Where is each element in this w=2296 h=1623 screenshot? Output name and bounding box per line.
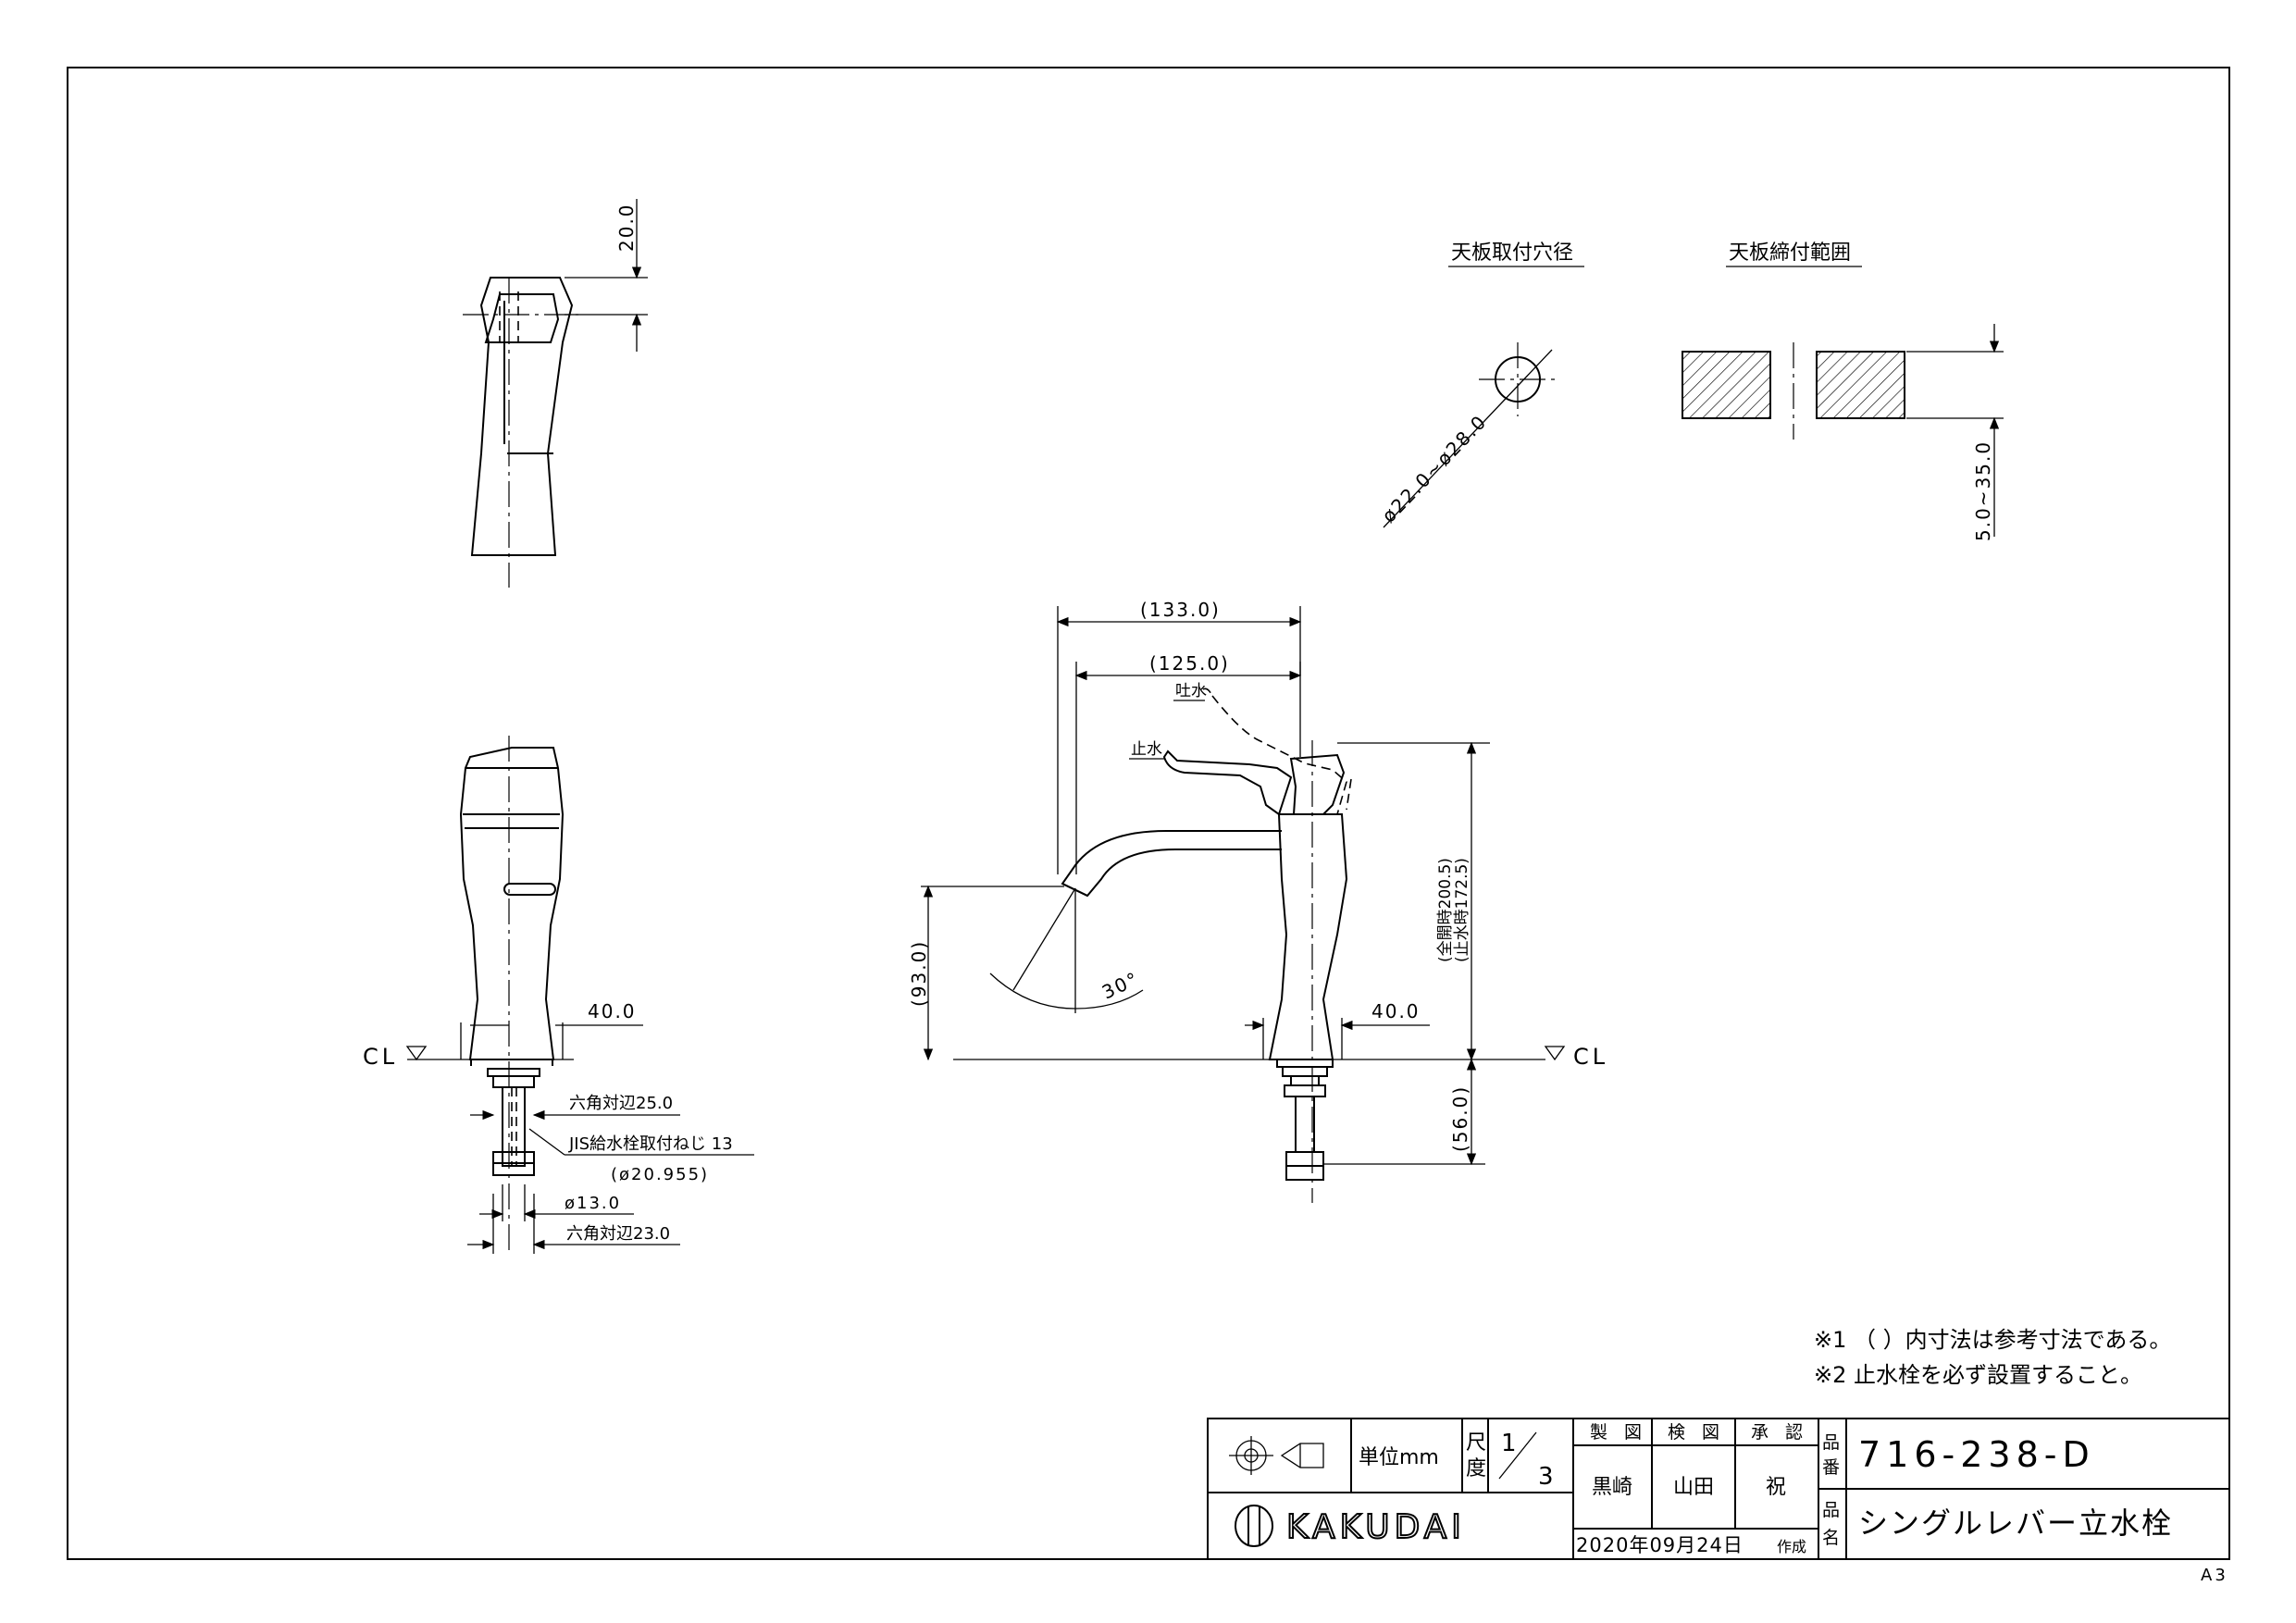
part-no-label-2: 番 xyxy=(1822,1457,1840,1478)
hole-dim: ø22.0~ø28.0 xyxy=(1377,410,1491,527)
side-w2: (125.0) xyxy=(1149,652,1230,675)
checked-header: 検 図 xyxy=(1668,1422,1725,1443)
side-base: 40.0 xyxy=(1371,1000,1421,1022)
side-open-label: 吐水 xyxy=(1175,682,1207,700)
company-name: KAKUDAI xyxy=(1286,1508,1466,1546)
title-block: 単位mm 尺 度 1 3 製 図 検 図 承 認 黒崎 山田 祝 品 番 716… xyxy=(1207,1418,2230,1560)
part-name-label-1: 品 xyxy=(1822,1500,1840,1520)
approved-by: 祝 xyxy=(1766,1476,1786,1499)
side-view: 吐水 止水 (133.0) (125.0) (93.0) 30° (全開 xyxy=(908,599,1608,1203)
front-cl: CL xyxy=(363,1044,398,1070)
part-name: シングルレバー立水栓 xyxy=(1858,1505,2173,1541)
projection-icon xyxy=(1229,1436,1324,1475)
front-base: 40.0 xyxy=(588,1000,637,1022)
unit-label: 単位mm xyxy=(1359,1446,1439,1469)
front-thread: JIS給水栓取付ねじ 13 xyxy=(568,1134,733,1154)
front-hex1: 六角対辺25.0 xyxy=(569,1094,673,1113)
part-no-label-1: 品 xyxy=(1822,1432,1840,1453)
deck-title: 天板締付範囲 xyxy=(1729,242,1851,265)
deck-detail: 天板締付範囲 5.0~35.0 xyxy=(1682,242,2004,541)
part-no: 716-238-D xyxy=(1858,1434,2095,1475)
sheet-size: A3 xyxy=(2201,1566,2228,1585)
checked-by: 山田 xyxy=(1673,1476,1714,1499)
drawn-by: 黒崎 xyxy=(1592,1476,1632,1499)
scale-label-1: 尺 xyxy=(1466,1431,1486,1455)
notes: ※1 （ ）内寸法は参考寸法である。 ※2 止水栓を必ず設置すること。 xyxy=(1814,1327,2171,1388)
deck-dim: 5.0~35.0 xyxy=(1972,440,1994,541)
side-angle: 30° xyxy=(1098,967,1143,1003)
created-label: 作成 xyxy=(1777,1538,1806,1555)
side-close-label: 止水 xyxy=(1131,740,1162,759)
side-h-close: (止水時172.5) xyxy=(1453,858,1471,962)
drawn-header: 製 図 xyxy=(1590,1422,1647,1443)
scale-num: 1 xyxy=(1501,1430,1517,1457)
note-2: ※2 止水栓を必ず設置すること。 xyxy=(1814,1362,2142,1388)
side-h-open: (全開時200.5) xyxy=(1436,858,1455,962)
side-below: (56.0) xyxy=(1449,1085,1471,1152)
side-h-spout: (93.0) xyxy=(908,940,930,1007)
approved-header: 承 認 xyxy=(1751,1422,1808,1443)
front-thread-dia: (ø20.955) xyxy=(611,1165,709,1184)
hole-detail: 天板取付穴径 ø22.0~ø28.0 xyxy=(1377,242,1584,528)
top-view: 20.0 xyxy=(463,199,648,588)
sheet-border xyxy=(67,67,2230,1560)
front-view: CL 40.0 六角対辺25.0 JIS給水栓取付ねじ 13 (ø20.955)… xyxy=(363,736,754,1254)
created-date: 2020年09月24日 xyxy=(1576,1534,1744,1556)
company-logo: KAKUDAI xyxy=(1235,1505,1466,1547)
hole-title: 天板取付穴径 xyxy=(1451,242,1573,265)
note-1: ※1 （ ）内寸法は参考寸法である。 xyxy=(1814,1327,2171,1353)
top-dim: 20.0 xyxy=(615,203,638,252)
front-hex2: 六角対辺23.0 xyxy=(566,1224,670,1244)
side-cl: CL xyxy=(1573,1044,1608,1070)
front-pipe: ø13.0 xyxy=(565,1194,621,1213)
scale-den: 3 xyxy=(1538,1463,1554,1491)
part-name-label-2: 名 xyxy=(1822,1528,1840,1548)
side-w1: (133.0) xyxy=(1140,599,1221,621)
scale-label-2: 度 xyxy=(1466,1457,1486,1481)
